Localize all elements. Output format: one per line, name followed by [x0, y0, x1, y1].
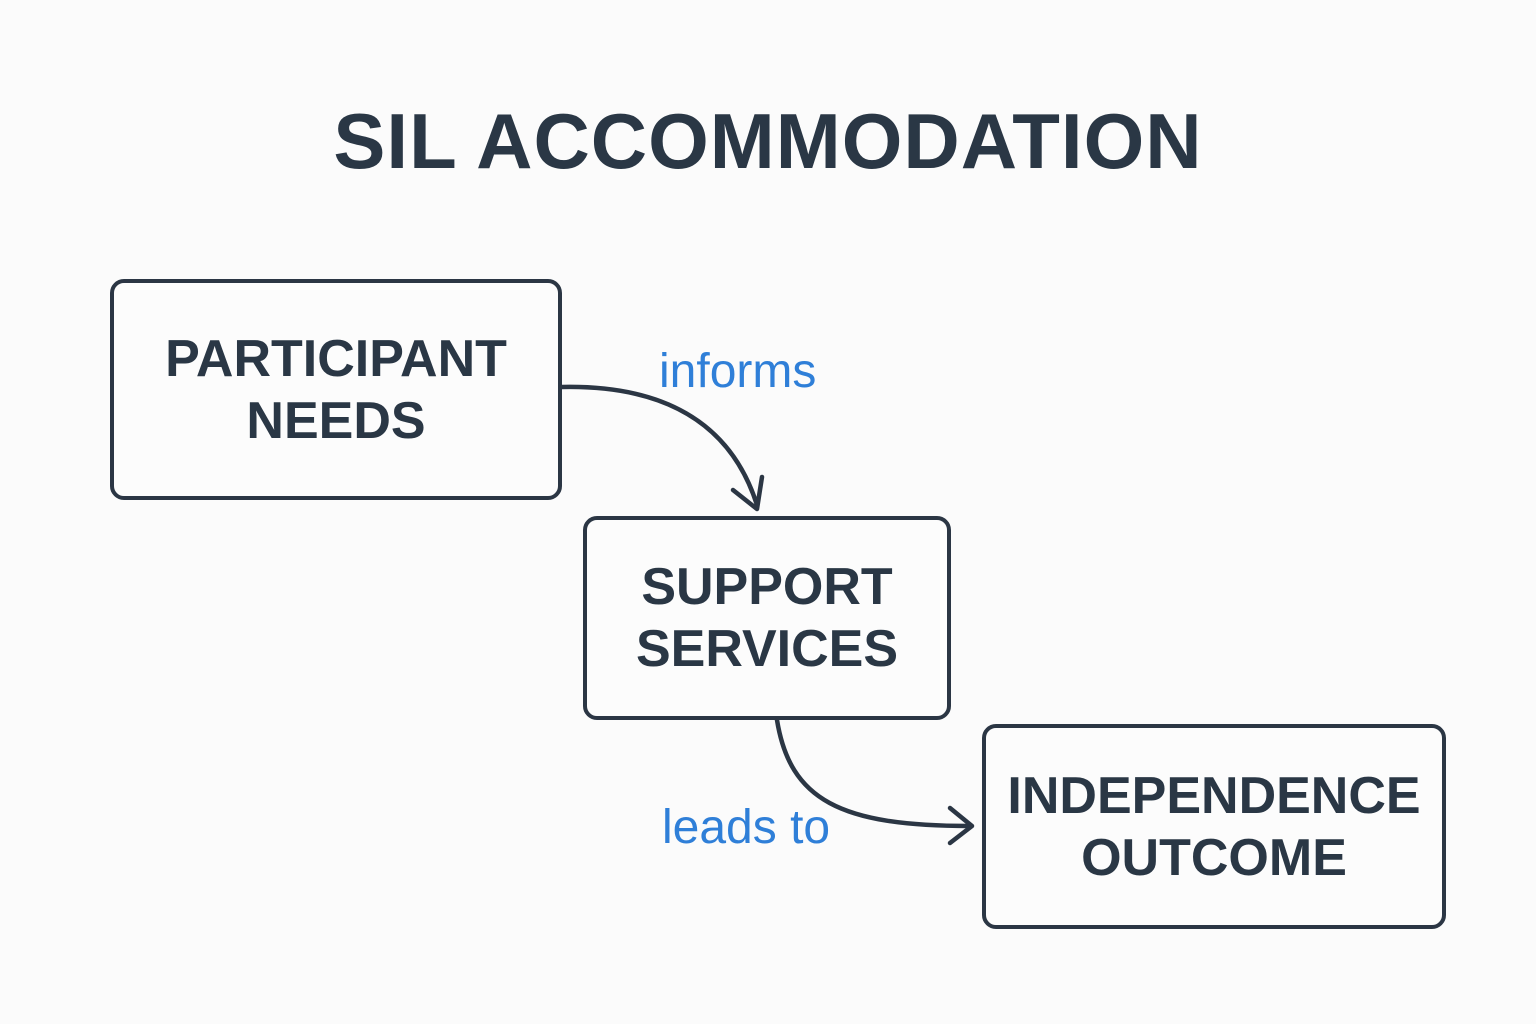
edge-informs-arrow — [559, 384, 760, 508]
edge-leads-to-arrowhead — [947, 805, 975, 846]
node-label-line: NEEDS — [246, 391, 426, 450]
node-participant-needs: PARTICIPANT NEEDS — [110, 279, 562, 500]
node-independence-outcome: INDEPENDENCE OUTCOME — [982, 724, 1446, 929]
node-label-line: OUTCOME — [1081, 828, 1347, 887]
node-support-services: SUPPORT SERVICES — [583, 516, 951, 720]
edge-informs-arrowhead — [730, 474, 765, 512]
node-label-line: SERVICES — [635, 620, 899, 678]
edge-label-informs: informs — [659, 345, 817, 398]
edge-label-leads-to: leads to — [662, 801, 831, 854]
node-label-line: INDEPENDENCE — [1007, 766, 1421, 825]
diagram-title: SIL ACCOMMODATION — [333, 97, 1203, 185]
node-label-line: SUPPORT — [641, 558, 893, 616]
node-label-line: PARTICIPANT — [165, 329, 507, 388]
